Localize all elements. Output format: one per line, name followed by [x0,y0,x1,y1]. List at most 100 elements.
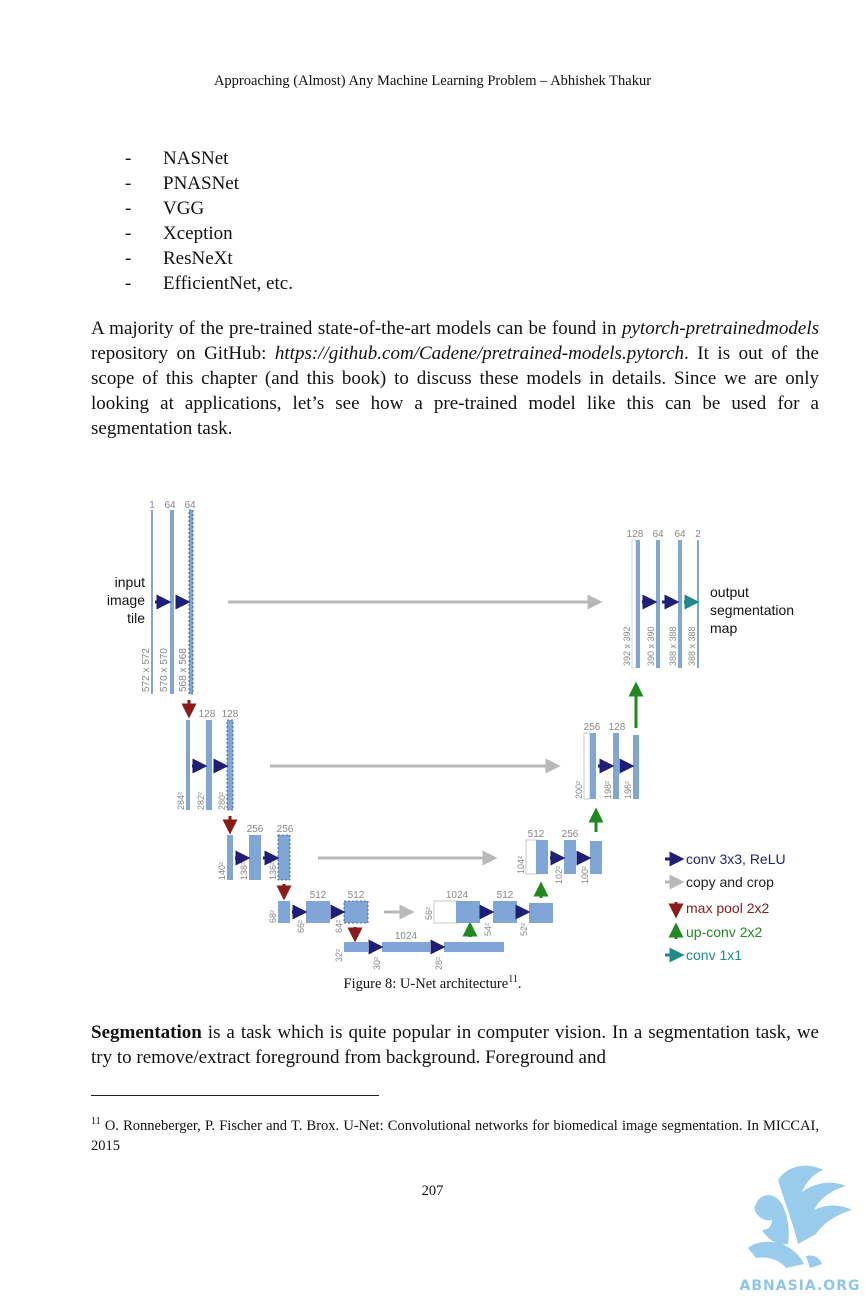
size-label: 100² [580,866,590,884]
feature-map [226,719,234,811]
feature-map [564,840,576,874]
page-number: 207 [421,1183,444,1199]
size-label: 66² [296,920,306,933]
size-label: 54² [483,923,493,936]
feature-map [188,509,194,695]
body-paragraph: A majority of the pre-trained state-of-t… [91,318,819,439]
feature-map [444,942,504,952]
footnote-number: 11 [91,1116,101,1127]
watermark-logo: ABNASIA.ORG [728,1160,865,1297]
size-label: 196² [623,781,633,799]
size-label: 68² [268,910,278,923]
cropped-copy [433,900,459,924]
feature-map [151,510,153,694]
channel-label: 1 [149,500,155,511]
size-label: 282² [196,792,206,810]
cropped-copy [583,732,591,800]
size-label: 392 x 392 [622,626,632,666]
term-segmentation: Segmentation [91,1022,202,1043]
feature-map [493,901,517,923]
input-label-1: input [115,574,145,590]
input-label-3: tile [127,610,145,626]
repo-url[interactable]: https://github.com/Cadene/pretrained-mod… [274,343,685,364]
feature-map [277,834,291,881]
bullet-marker: - [125,248,132,269]
channel-label: 128 [609,722,626,733]
feature-map [590,841,602,874]
bullet-marker: - [125,148,132,169]
output-label-1: output [710,584,749,600]
feature-map [186,720,190,810]
size-label: 572 x 572 [141,648,152,692]
feature-map [382,942,430,952]
size-label: 568 x 568 [178,648,189,692]
feature-map [529,903,553,923]
channel-label: 128 [222,709,239,720]
size-label: 64² [334,920,344,933]
list-item: -PNASNet [125,173,240,194]
feature-map [636,540,640,668]
channel-label: 64 [164,500,176,511]
channel-label: 256 [584,722,601,733]
feature-map [678,540,682,668]
size-label: 140² [217,862,227,880]
feature-map [590,733,596,799]
list-item: -NASNet [125,148,229,169]
size-label: 28² [434,957,444,970]
size-label: 570 x 570 [159,648,170,692]
size-label: 388 x 388 [687,626,697,666]
channel-label: 64 [674,529,686,540]
feature-map [456,901,480,923]
size-label: 136² [268,862,278,880]
list-item: -EfficientNet, etc. [125,273,293,294]
channel-label: 256 [562,829,579,840]
model-list: -NASNet -PNASNet -VGG -Xception -ResNeXt… [125,146,293,296]
size-label: 390 x 390 [646,626,656,666]
footnote-ref[interactable]: 11 [508,974,518,985]
size-label: 388 x 388 [668,626,678,666]
feature-map [536,840,548,874]
feature-map [227,835,233,880]
footnote-divider [91,1095,379,1096]
size-label: 52² [519,923,529,936]
legend-upconv-label: up-conv 2x2 [686,924,762,940]
channel-label: 1024 [446,890,469,901]
size-label: 104² [516,856,526,874]
feature-map [697,540,699,668]
legend-pool-label: max pool 2x2 [686,900,769,916]
bullet-marker: - [125,173,132,194]
figure-caption: Figure 8: U-Net architecture11. [343,974,522,992]
channel-label: 2 [695,529,701,540]
size-label: 102² [554,866,564,884]
footnote: 11 O. Ronneberger, P. Fischer and T. Bro… [91,1116,819,1154]
size-label: 30² [372,957,382,970]
channel-label: 64 [184,500,196,511]
channel-label: 128 [627,529,644,540]
watermark-text: ABNASIA.ORG [740,1278,861,1294]
feature-map [249,835,261,880]
running-header: Approaching (Almost) Any Machine Learnin… [213,73,652,89]
feature-map [343,900,369,924]
channel-label: 1024 [395,931,418,942]
size-label: 32² [334,949,344,962]
size-label: 56² [424,907,434,920]
channel-label: 256 [247,824,264,835]
feature-map [278,901,290,923]
unet-architecture-figure: input image tile output segmentation map… [100,490,820,972]
body-paragraph: Segmentation is a task which is quite po… [91,1022,819,1068]
channel-label: 512 [348,890,365,901]
feature-map [206,720,212,810]
feature-map [656,540,660,668]
channel-label: 512 [497,890,514,901]
channel-label: 128 [199,709,216,720]
size-label: 138² [239,862,249,880]
feature-map [170,510,174,694]
channel-label: 512 [310,890,327,901]
legend-conv-label: conv 3x3, ReLU [686,851,786,867]
output-label-2: segmentation [710,602,794,618]
feature-map [306,901,330,923]
bullet-marker: - [125,273,132,294]
size-label: 198² [603,781,613,799]
list-item: -VGG [125,198,205,219]
bullet-marker: - [125,198,132,219]
